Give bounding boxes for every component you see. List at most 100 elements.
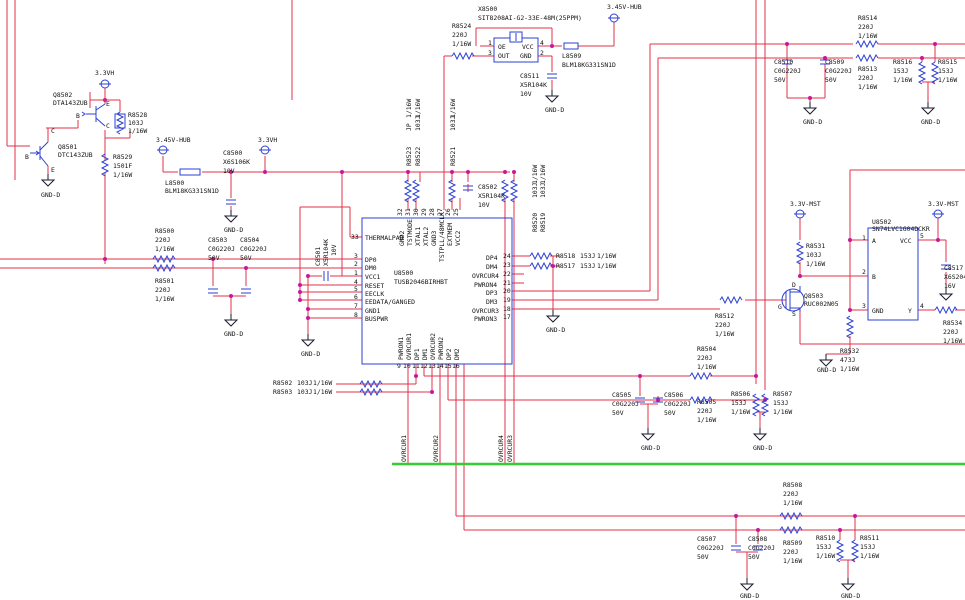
svg-text:153J: 153J xyxy=(860,543,875,551)
svg-text:103J: 103J xyxy=(449,116,457,131)
buffer-num-5: 5 xyxy=(920,232,924,240)
pin-9-num: 9 xyxy=(397,362,401,370)
svg-text:153J: 153J xyxy=(773,399,788,407)
svg-text:103J: 103J xyxy=(806,251,821,259)
q8503-d: D xyxy=(792,281,796,289)
pin-dm4-name: DM4 xyxy=(486,263,498,271)
svg-text:GND-D: GND-D xyxy=(753,444,772,452)
svg-text:C8510: C8510 xyxy=(774,58,793,66)
q8501-part: DTC143ZUB xyxy=(58,151,93,159)
svg-text:R8516: R8516 xyxy=(893,58,912,66)
svg-text:R8534: R8534 xyxy=(943,319,962,327)
svg-text:103J: 103J xyxy=(297,388,312,396)
ground-labels: GND-D GND-D GND-D GND-D GND-D GND-D GND-… xyxy=(41,106,940,600)
pin-reset-name: RESET xyxy=(365,282,384,290)
svg-text:C8511: C8511 xyxy=(520,72,539,80)
hub345-symbol-2 xyxy=(607,13,621,23)
hub345-label-1: 3.45V-HUB xyxy=(156,136,191,144)
pin-dm0-name: DM0 xyxy=(365,264,377,272)
pin-24-num: 24 xyxy=(503,252,511,260)
svg-text:C0G220J: C0G220J xyxy=(825,67,852,75)
svg-text:10V: 10V xyxy=(478,201,490,209)
svg-text:GND-D: GND-D xyxy=(301,350,320,358)
svg-text:10V: 10V xyxy=(330,244,338,256)
svg-text:220J: 220J xyxy=(155,286,170,294)
power-symbols xyxy=(98,13,945,219)
svg-text:C0G220J: C0G220J xyxy=(240,245,267,253)
svg-text:220J: 220J xyxy=(715,321,730,329)
buffer-pin-y: Y xyxy=(908,307,912,315)
svg-text:220J: 220J xyxy=(858,23,873,31)
pin-gnd1-name: GND1 xyxy=(365,307,381,315)
pin-26-num: 26 xyxy=(444,208,452,216)
svg-text:C8507: C8507 xyxy=(697,535,716,543)
svg-text:C8508: C8508 xyxy=(748,535,767,543)
svg-text:R8503: R8503 xyxy=(273,388,292,396)
pin-thermalpad-name: THERMALPAD xyxy=(365,234,404,242)
svg-text:R8528: R8528 xyxy=(128,111,147,119)
svg-text:X6S106K: X6S106K xyxy=(223,158,250,166)
svg-text:R8508: R8508 xyxy=(783,481,802,489)
hub345-symbol-1 xyxy=(156,145,170,155)
svg-text:R8505: R8505 xyxy=(697,398,716,406)
svg-text:10V: 10V xyxy=(520,90,532,98)
buffer-num-2: 2 xyxy=(862,268,866,276)
svg-text:OVRCUR4: OVRCUR4 xyxy=(497,435,505,462)
pin-16-num: 16 xyxy=(452,362,460,370)
osc-part-label: SIT8208AI-G2-33E-48M(25PPM) xyxy=(478,14,582,22)
q8502-ref: Q8502 xyxy=(53,91,72,99)
svg-text:1/16W: 1/16W xyxy=(155,295,174,303)
osc-num-4: 4 xyxy=(540,39,544,47)
v33mst-symbol-2 xyxy=(931,209,945,219)
svg-text:GND-D: GND-D xyxy=(546,326,565,334)
svg-text:1/16W: 1/16W xyxy=(860,552,879,560)
q8502-c: C xyxy=(106,122,110,130)
osc-num-2: 2 xyxy=(540,49,544,57)
buffer-num-3: 3 xyxy=(862,302,866,310)
osc-pin-oe: OE xyxy=(498,43,506,51)
svg-text:R8514: R8514 xyxy=(858,14,877,22)
pin-29-num: 29 xyxy=(420,208,428,216)
q8502-e: E xyxy=(106,100,110,108)
buffer-num-4: 4 xyxy=(920,302,924,310)
svg-text:220J: 220J xyxy=(943,328,958,336)
svg-text:1/16W: 1/16W xyxy=(731,408,750,416)
pin-extmem-name: EXTMEM xyxy=(446,223,454,246)
pin-2-num: 2 xyxy=(354,260,358,268)
pin-8-num: 8 xyxy=(354,311,358,319)
svg-text:L8509: L8509 xyxy=(562,52,581,60)
svg-text:50V: 50V xyxy=(208,254,220,262)
oscillator-x8500: X8500 SIT8208AI-G2-33E-48M(25PPM) OE VCC… xyxy=(478,5,582,63)
svg-text:R8515: R8515 xyxy=(938,58,957,66)
svg-text:R8518: R8518 xyxy=(556,252,575,260)
svg-text:220J: 220J xyxy=(452,31,467,39)
svg-text:1/16W: 1/16W xyxy=(313,388,332,396)
svg-text:50V: 50V xyxy=(612,409,624,417)
q8502-b: B xyxy=(76,112,80,120)
svg-text:R8510: R8510 xyxy=(816,534,835,542)
transistor-q8502: Q8502 DTA143ZUB B E C xyxy=(53,91,110,130)
v33mst-label-2: 3.3V-MST xyxy=(928,200,959,208)
svg-text:X5R104K: X5R104K xyxy=(322,239,330,266)
svg-text:GND-D: GND-D xyxy=(803,118,822,126)
svg-text:103J: 103J xyxy=(539,183,547,198)
pin-xtal2-name: XTAL2 xyxy=(422,227,430,246)
pin-13-num: 13 xyxy=(428,362,436,370)
pin-17-num: 17 xyxy=(503,313,511,321)
pin-eeclk-name: EECLK xyxy=(365,290,384,298)
svg-text:16V: 16V xyxy=(944,282,956,290)
v33h-label-1: 3.3VH xyxy=(95,69,114,77)
svg-text:R8523: R8523 xyxy=(405,147,413,166)
svg-text:R8507: R8507 xyxy=(773,390,792,398)
svg-text:C0G220J: C0G220J xyxy=(612,400,639,408)
svg-text:1/16W: 1/16W xyxy=(405,99,413,118)
buffer-part-label: SN74LVC1G04DCKR xyxy=(872,225,930,233)
svg-text:R8529: R8529 xyxy=(113,153,132,161)
svg-text:1/16W: 1/16W xyxy=(893,76,912,84)
q8501-b: B xyxy=(25,153,29,161)
svg-text:153J: 153J xyxy=(893,67,908,75)
pin-21-num: 21 xyxy=(503,279,511,287)
svg-text:C0G220J: C0G220J xyxy=(697,544,724,552)
buffer-ref-label: U8502 xyxy=(872,218,891,226)
svg-text:1/16W: 1/16W xyxy=(773,408,792,416)
